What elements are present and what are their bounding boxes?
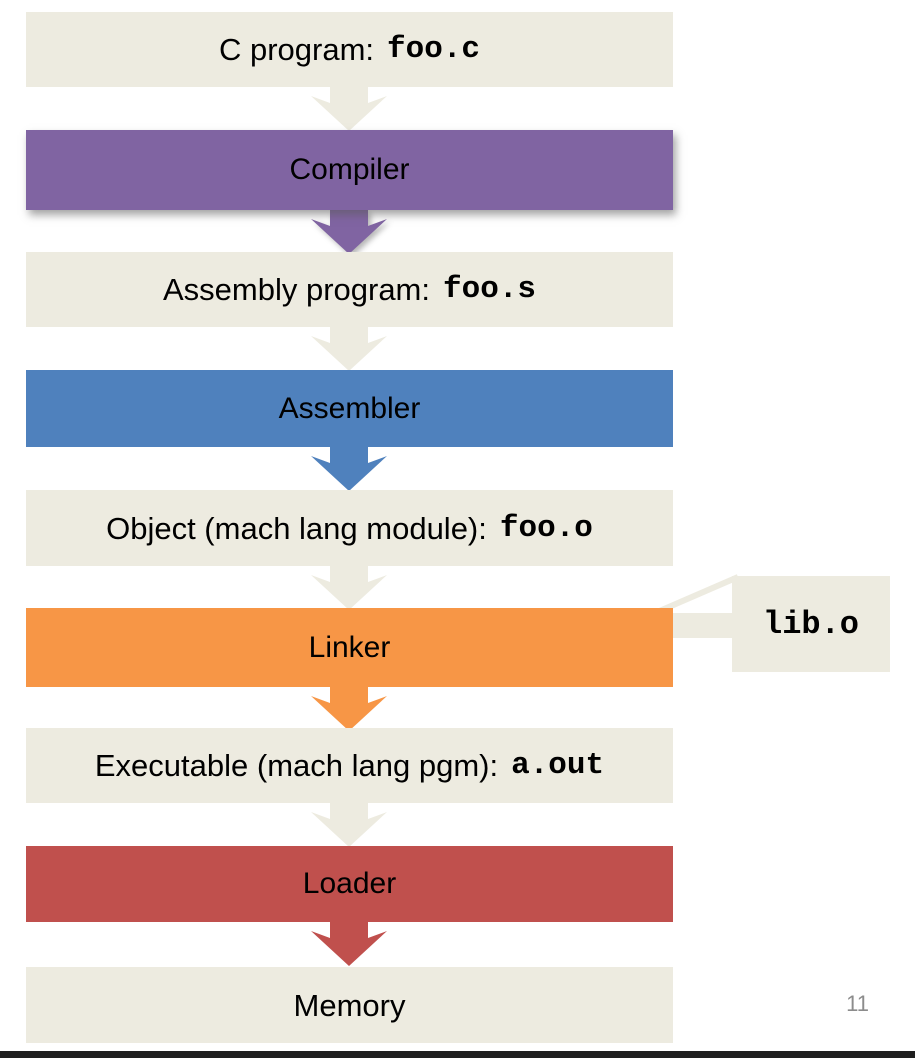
lib-o-filename: lib.o: [762, 605, 859, 643]
page-number: 11: [846, 991, 869, 1016]
stage-assembly-program-filename: foo.s: [443, 272, 537, 307]
stage-c-program-label: C program:: [218, 32, 374, 67]
stage-assembler-box: Assembler: [26, 370, 673, 447]
stage-assembly-program-box: Assembly program: foo.s: [26, 252, 673, 327]
arrow-assembler-to-object-icon: [311, 447, 387, 491]
stage-memory-box: Memory: [26, 967, 673, 1043]
arrow-c-to-compiler-icon: [311, 87, 387, 131]
stage-memory-label: Memory: [293, 987, 406, 1023]
arrow-object-to-linker-icon: [311, 566, 387, 610]
stage-executable-box: Executable (mach lang pgm): a.out: [26, 728, 673, 803]
stage-c-program-box: C program: foo.c: [26, 12, 673, 87]
arrow-compiler-to-assembly-icon: [311, 210, 387, 254]
arrow-linker-to-executable-icon: [311, 687, 387, 731]
stage-object-file-label: Object (mach lang module):: [106, 510, 487, 546]
stage-object-file-filename: foo.o: [499, 510, 593, 546]
stage-linker-box: Linker: [26, 608, 673, 687]
arrow-loader-to-memory-icon: [311, 922, 387, 966]
stage-loader-label: Loader: [302, 867, 397, 900]
stage-c-program-filename: foo.c: [387, 32, 481, 67]
arrow-assembly-to-assembler-icon: [311, 327, 387, 371]
stage-linker-label: Linker: [308, 630, 391, 664]
stage-compiler-box: Compiler: [26, 130, 673, 210]
arrow-executable-to-loader-icon: [311, 803, 387, 847]
slide-bottom-bar: [0, 1051, 915, 1058]
stage-loader-box: Loader: [26, 846, 673, 922]
stage-assembler-label: Assembler: [278, 391, 421, 425]
lib-o-box: lib.o: [732, 576, 890, 672]
stage-object-file-box: Object (mach lang module): foo.o: [26, 490, 673, 566]
stage-executable-label: Executable (mach lang pgm):: [94, 748, 499, 783]
stage-assembly-program-label: Assembly program:: [162, 272, 430, 307]
stage-compiler-label: Compiler: [289, 153, 410, 186]
liblink-horizontal-connector: [673, 613, 733, 638]
stage-executable-filename: a.out: [511, 748, 605, 783]
